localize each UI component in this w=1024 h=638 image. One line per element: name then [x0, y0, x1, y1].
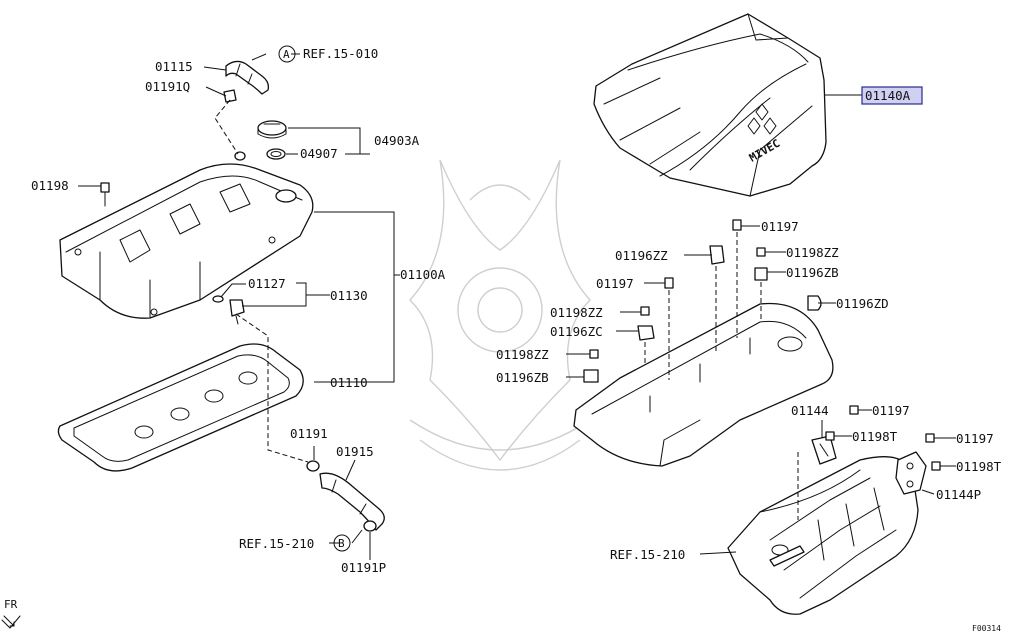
gasket-01110[interactable] — [57, 343, 304, 472]
label-01130[interactable]: 01130 — [330, 288, 368, 303]
label-01197-b[interactable]: 01197 — [596, 276, 634, 291]
clamp-01191[interactable] — [306, 460, 320, 472]
assembly-lines-right — [644, 232, 762, 380]
label-01140A[interactable]: 01140A — [865, 88, 911, 103]
label-01198ZZ-a[interactable]: 01198ZZ — [786, 245, 839, 260]
ref-marker-a-letter: A — [283, 48, 290, 61]
ref-marker-b-letter: B — [338, 537, 345, 550]
label-01140A-highlight — [861, 86, 923, 105]
label-01110[interactable]: 01110 — [330, 375, 368, 390]
ref-marker-b — [333, 534, 351, 552]
figure-code: F00314 — [972, 624, 1001, 633]
o-ring-01127[interactable] — [212, 295, 224, 303]
bolt-01197-d[interactable] — [925, 433, 935, 443]
bolt-01198ZZ-c[interactable] — [589, 349, 599, 359]
assembly-line — [214, 99, 239, 155]
label-01191[interactable]: 01191 — [290, 426, 328, 441]
hose-01115[interactable] — [225, 60, 270, 95]
label-01198ZZ-c[interactable]: 01198ZZ — [496, 347, 549, 362]
leader-lines-right — [566, 94, 956, 555]
cylinder-head — [573, 302, 834, 467]
intake-manifold — [727, 456, 919, 615]
bracket-01196ZZ[interactable] — [709, 245, 725, 265]
assembly-line — [235, 313, 309, 463]
bolt-01198ZZ-b[interactable] — [640, 306, 650, 316]
label-01196ZC[interactable]: 01196ZC — [550, 324, 603, 339]
label-01197-d[interactable]: 01197 — [956, 431, 994, 446]
bracket-01144P[interactable] — [895, 451, 927, 495]
watermark-emblem — [409, 159, 591, 471]
label-01196ZB-a[interactable]: 01196ZB — [786, 265, 839, 280]
label-01196ZB-b[interactable]: 01196ZB — [496, 370, 549, 385]
gasket-04907[interactable] — [266, 148, 286, 160]
bolt-01198T-a[interactable] — [825, 431, 835, 441]
bolt-01197-b[interactable] — [664, 277, 674, 289]
label-01144[interactable]: 01144 — [791, 403, 829, 418]
label-01127[interactable]: 01127 — [248, 276, 286, 291]
label-ref-15-010[interactable]: REF.15-010 — [303, 46, 378, 61]
oil-cap-04903A[interactable] — [257, 120, 287, 139]
clamp-01191P[interactable] — [363, 520, 377, 532]
label-fr: FR — [4, 598, 18, 611]
label-01198[interactable]: 01198 — [31, 178, 69, 193]
label-01115[interactable]: 01115 — [155, 59, 193, 74]
label-01197-c[interactable]: 01197 — [872, 403, 910, 418]
label-01197-a[interactable]: 01197 — [761, 219, 799, 234]
label-ref-15-210-left[interactable]: REF.15-210 — [239, 536, 314, 551]
label-01100A[interactable]: 01100A — [400, 267, 446, 282]
label-01191Q[interactable]: 01191Q — [145, 79, 190, 94]
bolt-01197-a[interactable] — [732, 219, 742, 231]
bolt-01198[interactable] — [100, 182, 110, 207]
label-01198ZZ-b[interactable]: 01198ZZ — [550, 305, 603, 320]
bracket-01144[interactable] — [811, 435, 837, 465]
label-ref-15-210-right[interactable]: REF.15-210 — [610, 547, 685, 562]
bracket-01196ZB-a[interactable] — [754, 267, 768, 281]
label-01191P[interactable]: 01191P — [341, 560, 386, 575]
label-01915[interactable]: 01915 — [336, 444, 374, 459]
label-01198T-b[interactable]: 01198T — [956, 459, 1002, 474]
bolt-01198ZZ-a[interactable] — [756, 247, 766, 257]
label-01196ZD[interactable]: 01196ZD — [836, 296, 889, 311]
engine-cover-01140A[interactable]: MIVEC — [593, 13, 827, 197]
clamp-01191Q[interactable] — [223, 89, 237, 103]
label-01196ZZ[interactable]: 01196ZZ — [615, 248, 668, 263]
bolt-01198T-b[interactable] — [931, 461, 941, 471]
ref-marker-a — [278, 45, 296, 63]
label-04907[interactable]: 04907 — [300, 146, 338, 161]
part-labels: 01115 A REF.15-010 01191Q 04903A 04907 0… — [4, 45, 1002, 633]
bolt-01197-c[interactable] — [849, 405, 859, 415]
bracket-01196ZD[interactable] — [807, 295, 822, 311]
front-arrow-icon — [1, 615, 21, 629]
pcv-valve-01130[interactable] — [229, 299, 245, 325]
bracket-01196ZB-b[interactable] — [583, 369, 599, 383]
label-01198T-a[interactable]: 01198T — [852, 429, 898, 444]
rocker-cover-01100A[interactable] — [59, 151, 314, 319]
label-01144P[interactable]: 01144P — [936, 487, 981, 502]
bracket-01196ZC[interactable] — [637, 325, 655, 341]
hose-01915[interactable] — [319, 472, 385, 531]
label-04903A[interactable]: 04903A — [374, 133, 420, 148]
